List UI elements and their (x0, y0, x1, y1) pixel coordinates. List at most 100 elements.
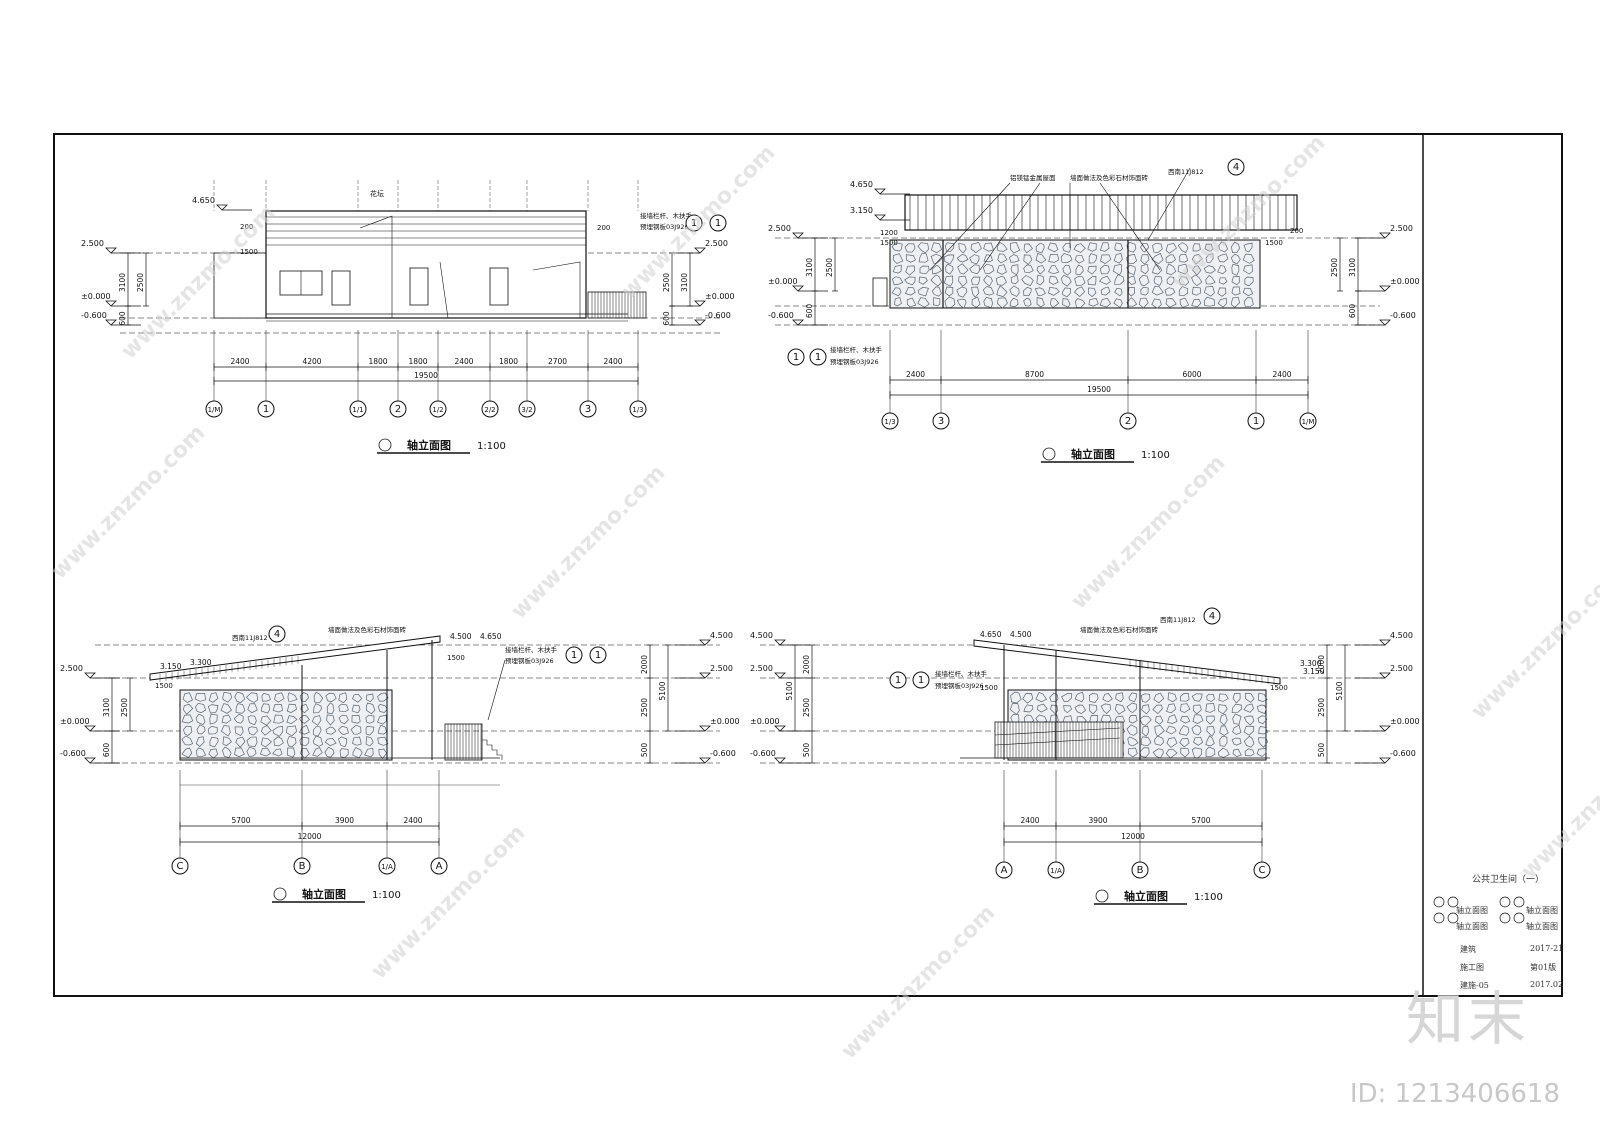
axis-label: 1/3 (884, 418, 895, 426)
level-tag: -0.600 (768, 311, 828, 326)
stone (1063, 705, 1073, 714)
stone (1256, 704, 1267, 715)
stone (983, 254, 993, 263)
stone (930, 274, 943, 287)
stone (917, 242, 929, 254)
note: 铝镁锰金属屋面 (1010, 173, 1056, 182)
stone (285, 725, 297, 737)
stone (1023, 298, 1032, 307)
stone (326, 702, 335, 715)
stone (1141, 725, 1150, 737)
level-tag: ±0.000 (675, 717, 740, 732)
axis-label: 1 (715, 218, 721, 229)
axis-bubble (268, 625, 286, 643)
axis-bubble (912, 671, 930, 689)
level-marker (792, 319, 804, 326)
axis-label: 4 (274, 629, 280, 640)
stone (1242, 287, 1254, 297)
stone (1099, 298, 1111, 308)
stone (364, 747, 374, 758)
axis-bubble (1203, 607, 1221, 625)
vert-dimension-value: 3100 (805, 258, 814, 277)
label: 1500 (1265, 239, 1283, 247)
axis-bubble-1/A (378, 857, 396, 875)
axis-label: 3/2 (521, 406, 532, 414)
dimension-value: 19500 (414, 371, 438, 380)
dimension-value: 3900 (335, 816, 354, 825)
stone (995, 275, 1007, 286)
sheet-item-1: 轴立面图 (1456, 906, 1488, 915)
stone (1218, 241, 1229, 253)
stone (1036, 297, 1045, 308)
level-marker (699, 672, 711, 679)
stone (996, 297, 1008, 309)
stone (1230, 253, 1241, 265)
stone (1151, 298, 1162, 309)
stone (1074, 691, 1085, 703)
stone (1128, 692, 1137, 703)
stone (377, 692, 389, 702)
stone (1179, 703, 1191, 713)
stone (1231, 263, 1240, 276)
level-value: 3.150 (1303, 667, 1325, 676)
level-tag: ±0.000 (670, 292, 735, 307)
stone (1100, 286, 1111, 296)
stone (1036, 274, 1045, 286)
level-marker (105, 319, 117, 326)
stone (377, 714, 387, 725)
stone (377, 736, 389, 746)
title-bubble (1042, 447, 1056, 461)
stone (1099, 242, 1110, 252)
stone (1127, 287, 1136, 297)
view-title-text: 轴立面图 (1124, 889, 1168, 903)
dimension-value: 4200 (302, 357, 321, 366)
stone (311, 715, 322, 726)
axis-label: 1/2 (432, 406, 443, 414)
stone (1140, 286, 1149, 296)
stone (1154, 715, 1164, 725)
level-tag: 4.500 (675, 631, 733, 646)
dimension-value: 2400 (603, 357, 622, 366)
stone (351, 704, 361, 714)
axis-bubble-2/2 (481, 400, 499, 418)
level-value: -0.600 (705, 311, 731, 320)
level-value: 2.500 (750, 664, 773, 673)
stone (1192, 714, 1204, 724)
dimension-value: 8700 (1025, 370, 1044, 379)
stone (325, 726, 337, 735)
title-bubble (378, 438, 392, 452)
note: 西南11J812 (1160, 615, 1196, 624)
stone (1023, 704, 1034, 713)
stone (1141, 704, 1150, 715)
stone (260, 725, 272, 736)
axis-bubble-1/M (205, 400, 223, 418)
stone (1126, 254, 1138, 264)
stone (1243, 735, 1255, 748)
stone (207, 704, 219, 714)
total-dimension: 12000 (179, 832, 440, 846)
level-marker (792, 285, 804, 292)
stone (1127, 736, 1139, 747)
level-value: 2.500 (705, 239, 728, 248)
stone (996, 264, 1007, 275)
stone (352, 693, 363, 703)
stone (378, 748, 388, 759)
total-dimension: 19500 (213, 371, 639, 385)
stone (982, 286, 995, 296)
stone (299, 714, 310, 724)
dimension-value: 1800 (499, 357, 518, 366)
stone (1165, 254, 1176, 263)
axis-label: 3 (938, 416, 944, 427)
stone (1230, 296, 1241, 308)
stone (365, 702, 376, 715)
vert-dimension-value: 600 (102, 743, 111, 758)
stone (365, 714, 375, 724)
stone (299, 724, 310, 735)
note: 墙面做法及色彩石材饰面砖 (328, 625, 407, 634)
stone (1217, 253, 1229, 263)
label: 200 (1290, 227, 1303, 235)
stone (338, 692, 348, 704)
stone (1257, 715, 1268, 725)
